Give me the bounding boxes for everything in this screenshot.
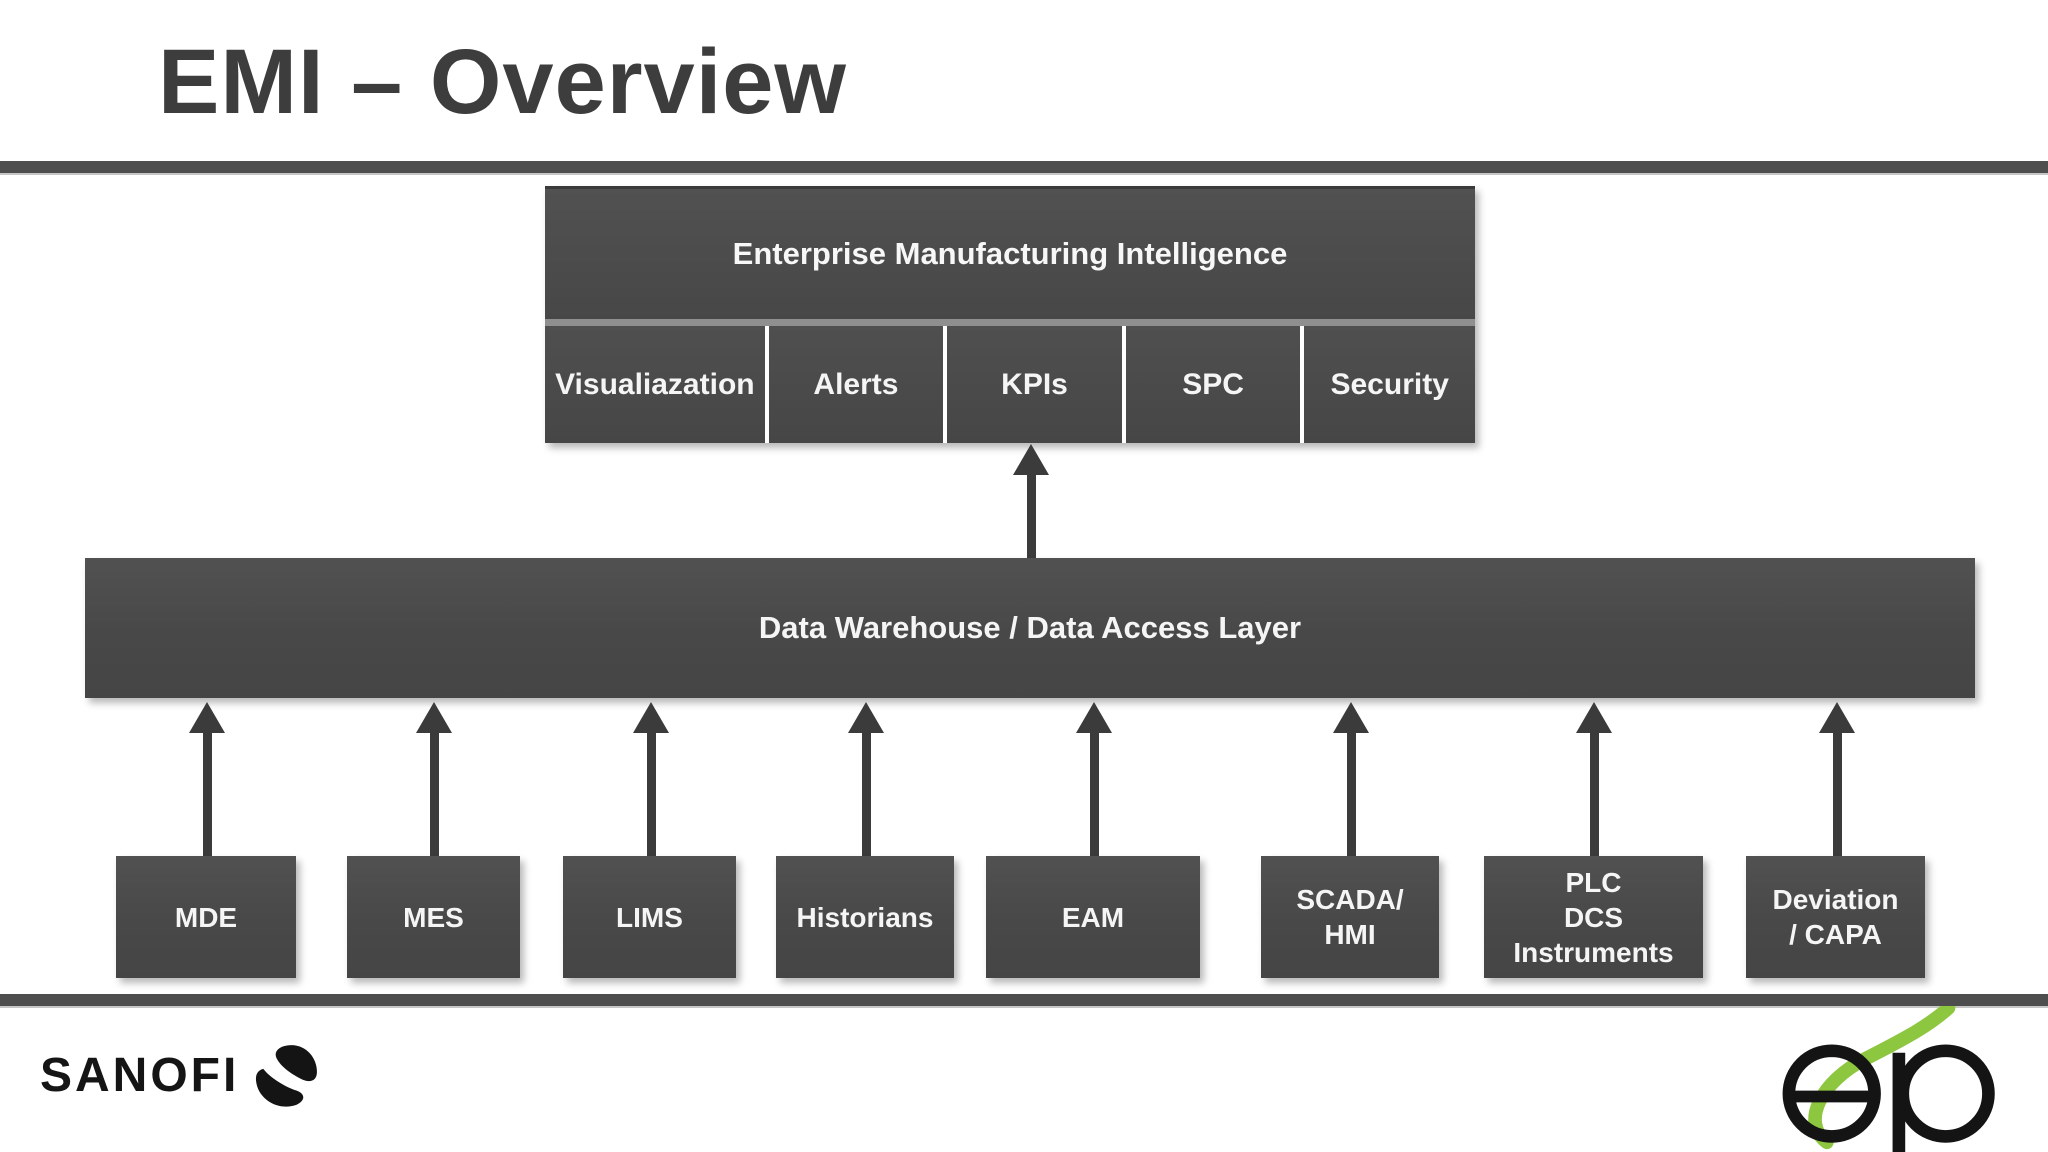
arrow-plc-to-warehouse <box>1576 702 1612 860</box>
arrow-shaft <box>429 733 439 860</box>
title-divider <box>0 161 2048 175</box>
emi-cell-spc: SPC <box>1125 326 1301 443</box>
page-title: EMI – Overview <box>158 31 847 133</box>
emi-header-divider <box>545 319 1475 326</box>
source-box-deviation-capa: Deviation / CAPA <box>1746 856 1925 978</box>
source-box-plc-dcs-instruments: PLC DCS Instruments <box>1484 856 1703 978</box>
emi-capability-row: Visualiazation Alerts KPIs SPC Security <box>545 326 1475 443</box>
esp-letters-icon <box>1782 1044 1995 1152</box>
arrow-lims-to-warehouse <box>633 702 669 860</box>
esp-logo: e p <box>1782 1006 1995 1152</box>
data-warehouse-bar: Data Warehouse / Data Access Layer <box>85 558 1975 698</box>
emi-cell-security: Security <box>1304 326 1475 443</box>
footer-divider <box>0 994 2048 1008</box>
arrow-head-icon <box>1076 702 1112 733</box>
arrow-head-icon <box>633 702 669 733</box>
sanofi-bird-icon <box>256 1045 318 1107</box>
emi-block: Enterprise Manufacturing Intelligence Vi… <box>545 186 1475 443</box>
arrow-shaft <box>1832 733 1842 860</box>
sanofi-logo: SANOFI <box>40 1042 319 1108</box>
arrow-deviation-to-warehouse <box>1819 702 1855 860</box>
arrow-scada-to-warehouse <box>1333 702 1369 860</box>
source-box-lims: LIMS <box>563 856 736 978</box>
arrow-mde-to-warehouse <box>189 702 225 860</box>
arrow-eam-to-warehouse <box>1076 702 1112 860</box>
emi-header: Enterprise Manufacturing Intelligence <box>545 186 1475 319</box>
source-box-mde: MDE <box>116 856 296 978</box>
arrow-shaft <box>1589 733 1599 860</box>
emi-cell-kpis: KPIs <box>947 326 1122 443</box>
emi-cell-alerts: Alerts <box>768 326 944 443</box>
source-box-mes: MES <box>347 856 520 978</box>
source-box-eam: EAM <box>986 856 1200 978</box>
arrow-head-icon <box>1819 702 1855 733</box>
arrow-warehouse-to-emi <box>1013 444 1049 564</box>
arrow-head-icon <box>1333 702 1369 733</box>
arrow-shaft <box>202 733 212 860</box>
sanofi-wordmark: SANOFI <box>40 1048 240 1102</box>
source-box-scada-hmi: SCADA/ HMI <box>1261 856 1439 978</box>
arrow-shaft <box>1346 733 1356 860</box>
esp-s-swoosh-icon <box>1808 1006 1956 1150</box>
arrow-head-icon <box>848 702 884 733</box>
arrow-shaft <box>1026 475 1036 564</box>
arrow-shaft <box>861 733 871 860</box>
source-box-historians: Historians <box>776 856 954 978</box>
arrow-head-icon <box>1576 702 1612 733</box>
arrow-head-icon <box>1013 444 1049 475</box>
arrow-head-icon <box>189 702 225 733</box>
arrow-shaft <box>1089 733 1099 860</box>
arrow-mes-to-warehouse <box>416 702 452 860</box>
arrow-shaft <box>646 733 656 860</box>
arrow-historians-to-warehouse <box>848 702 884 860</box>
emi-cell-visualization: Visualiazation <box>545 326 765 443</box>
arrow-head-icon <box>416 702 452 733</box>
